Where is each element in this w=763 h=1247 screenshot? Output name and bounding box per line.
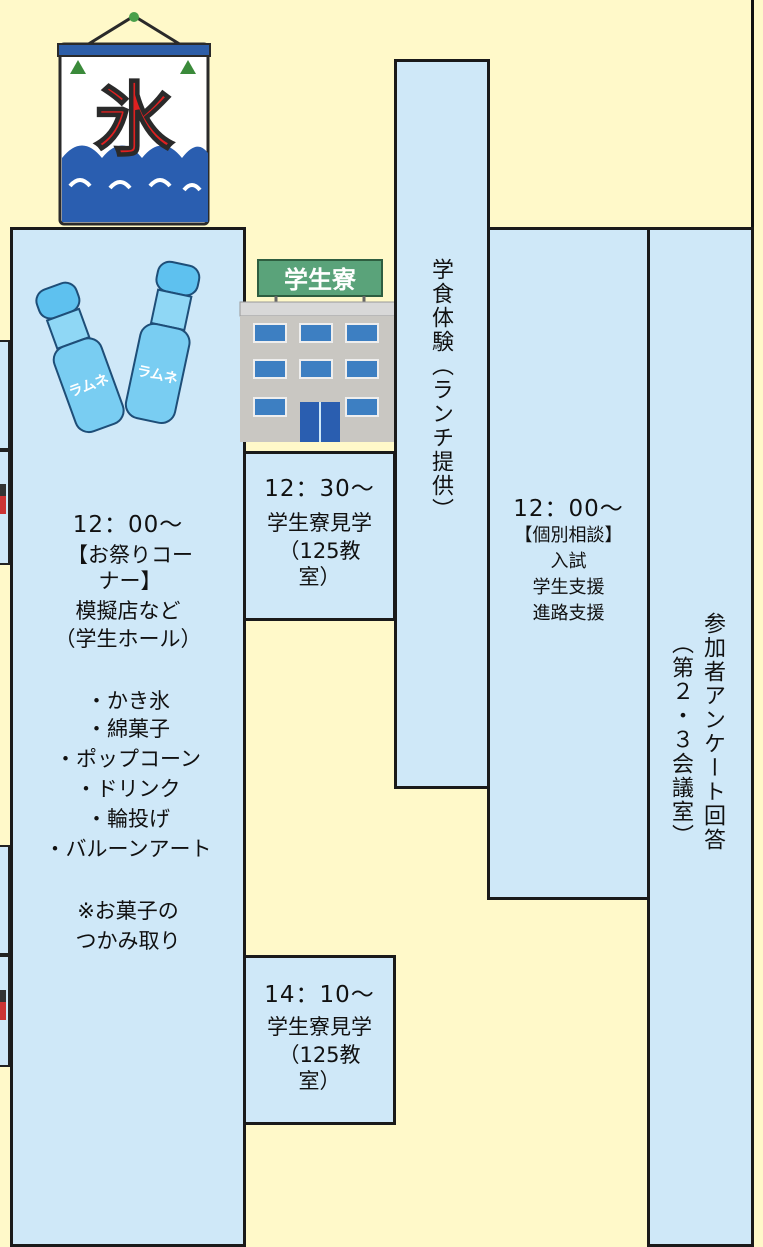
matsuri-location: （学生ホール） <box>54 627 202 651</box>
survey-card <box>647 227 754 1247</box>
svg-text:学生寮: 学生寮 <box>284 266 357 294</box>
edge-strip <box>0 845 10 955</box>
ramune-bottles-icon: ラムネ ラムネ <box>35 260 201 434</box>
edge-fragment <box>0 484 6 514</box>
matsuri-note: つかみ取り <box>75 929 181 953</box>
dorm-tour-card <box>243 955 396 1125</box>
matsuri-item: ・輪投げ <box>86 807 170 831</box>
matsuri-subtitle: 模擬店など <box>75 599 181 623</box>
svg-text:氷: 氷 <box>94 74 174 167</box>
matsuri-item: ・かき氷 <box>86 689 170 713</box>
edge-fragment <box>0 990 6 1020</box>
dorm-tour-card <box>243 451 396 621</box>
dorm-tour-title: 学生寮見学 <box>267 511 372 535</box>
survey-title: 参加者アンケート回答 <box>700 612 725 852</box>
matsuri-item: ・綿菓子 <box>86 717 170 741</box>
consultation-card <box>487 227 650 900</box>
consultation-title: 【個別相談】 <box>514 525 623 546</box>
matsuri-note: ※お菓子の <box>77 899 179 923</box>
consultation-time: 12：00～ <box>513 496 624 522</box>
dorm-tour-room: （125教室） <box>278 1043 361 1093</box>
matsuri-item: ・バルーンアート <box>44 837 212 861</box>
matsuri-item: ・ポップコーン <box>55 747 201 771</box>
matsuri-time: 12：00～ <box>72 512 184 538</box>
matsuri-title: 【お祭りコーナー】 <box>67 543 193 593</box>
dormitory-building-icon: 学生寮 <box>239 259 397 442</box>
consultation-item: 学生支援 <box>532 577 605 598</box>
consultation-item: 入試 <box>550 551 587 572</box>
matsuri-item: ・ドリンク <box>75 777 181 801</box>
dorm-tour-title: 学生寮見学 <box>267 1015 372 1039</box>
consultation-item: 進路支援 <box>532 603 605 624</box>
dorm-tour-time: 14：10～ <box>264 982 375 1008</box>
dorm-tour-room: （125教室） <box>278 539 361 589</box>
lunch-label: 学食体験（ランチ提供） <box>428 258 453 522</box>
dorm-tour-time: 12：30～ <box>264 476 375 502</box>
edge-strip <box>0 340 10 450</box>
kakigori-flag-icon: 氷 <box>57 12 211 226</box>
survey-location: （第２・３会議室） <box>668 632 693 848</box>
